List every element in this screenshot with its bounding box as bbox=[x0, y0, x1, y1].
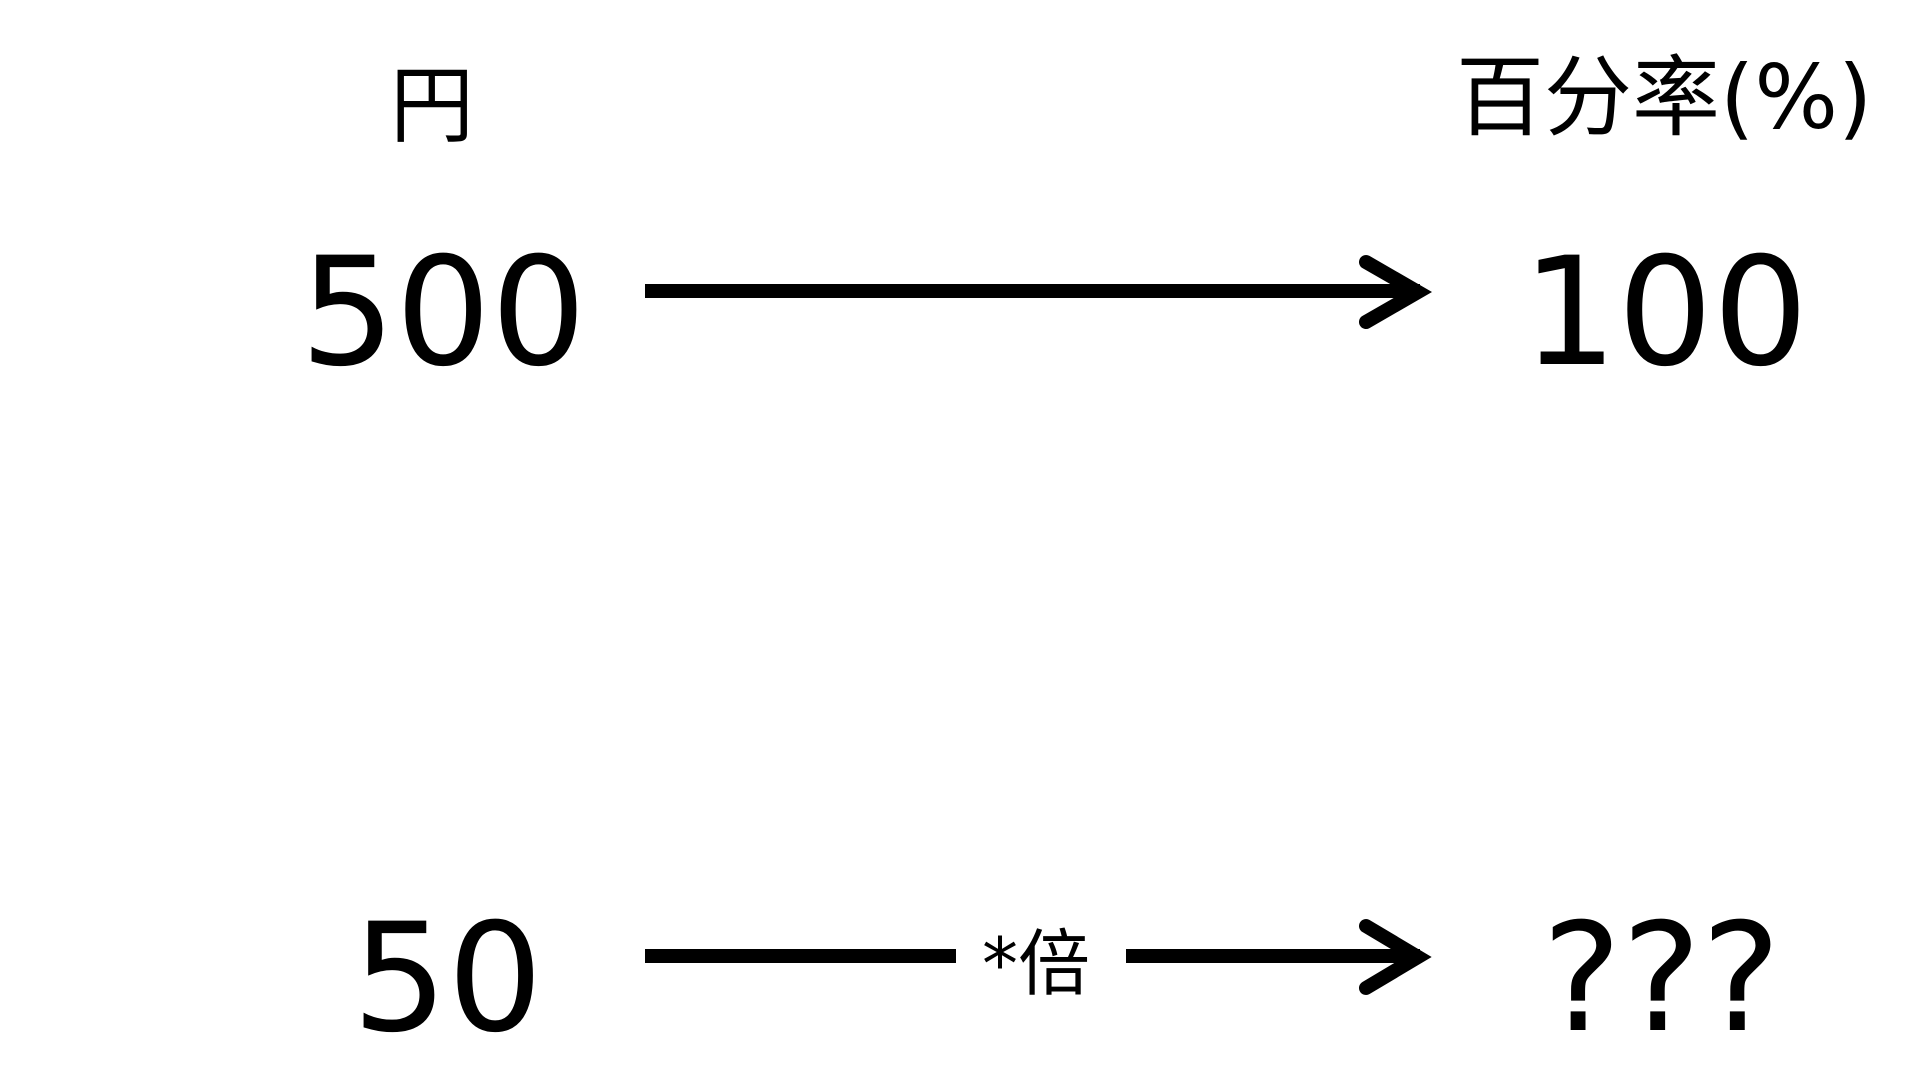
header-percent: 百分率(%) bbox=[1456, 46, 1873, 149]
header-yen: 円 bbox=[390, 57, 475, 155]
arrow-row1-head bbox=[1359, 255, 1433, 329]
row2-right-value: ??? bbox=[1542, 892, 1781, 1066]
row1-left-value: 500 bbox=[300, 226, 587, 400]
arrow-row2-head bbox=[1359, 919, 1432, 995]
row2-left-value: 50 bbox=[352, 892, 543, 1066]
row1-right-value: 100 bbox=[1522, 226, 1809, 400]
arrow-row1 bbox=[645, 255, 1433, 329]
multiplier-label: *倍 bbox=[982, 922, 1091, 1006]
arrow-row2 bbox=[645, 919, 1432, 995]
